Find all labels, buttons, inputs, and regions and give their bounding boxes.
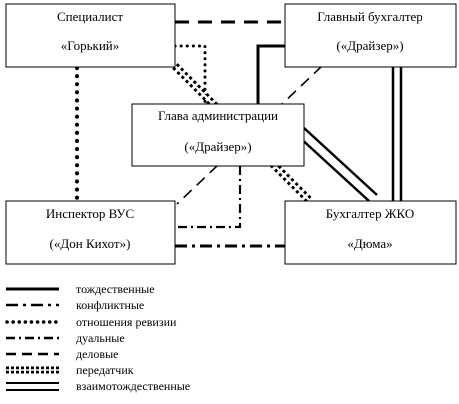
node-head-admin-name: («Драйзер») <box>184 139 251 154</box>
legend-label-dual: дуальные <box>76 331 125 345</box>
node-specialist-role: Специалист <box>57 9 123 24</box>
node-inspector: Инспектор ВУС («Дон Кихот») <box>5 200 176 265</box>
legend-label-business: деловые <box>76 347 118 361</box>
node-head-admin: Глава администрации («Драйзер») <box>131 103 305 167</box>
node-specialist-name: «Горький» <box>61 38 120 53</box>
node-specialist: Специалист «Горький» <box>5 3 176 68</box>
legend-label-mutually-identical: взаимотождественные <box>76 379 190 393</box>
node-chief-accountant: Главный бухгалтер («Драйзер») <box>284 3 457 68</box>
node-accountant-zhko-name: «Дюма» <box>347 236 392 251</box>
legend-label-transmitter: передатчик <box>76 363 134 377</box>
node-chief-accountant-role: Главный бухгалтер <box>317 9 423 24</box>
edge-specialist-head-revision <box>173 44 207 106</box>
node-accountant-zhko: Бухгалтер ЖКО «Дюма» <box>284 200 457 265</box>
edge-chief-head-identical <box>256 44 285 104</box>
node-inspector-role: Инспектор ВУС <box>46 206 134 221</box>
node-inspector-name: («Дон Кихот») <box>50 236 131 251</box>
edge-head-zhko-mutual-b <box>303 127 378 196</box>
edge-head-inspector-dual <box>175 166 242 229</box>
edge-head-zhko-mutual-a <box>297 135 370 202</box>
node-accountant-zhko-role: Бухгалтер ЖКО <box>326 206 414 221</box>
legend-label-identical: тождественные <box>76 282 155 296</box>
node-chief-accountant-name: («Драйзер») <box>336 38 403 53</box>
legend: тождественные конфликтные отношения реви… <box>5 282 190 393</box>
legend-label-conflicting: конфликтные <box>76 298 144 312</box>
node-head-admin-role: Глава администрации <box>158 108 278 123</box>
legend-label-revision: отношения ревизии <box>76 315 177 329</box>
